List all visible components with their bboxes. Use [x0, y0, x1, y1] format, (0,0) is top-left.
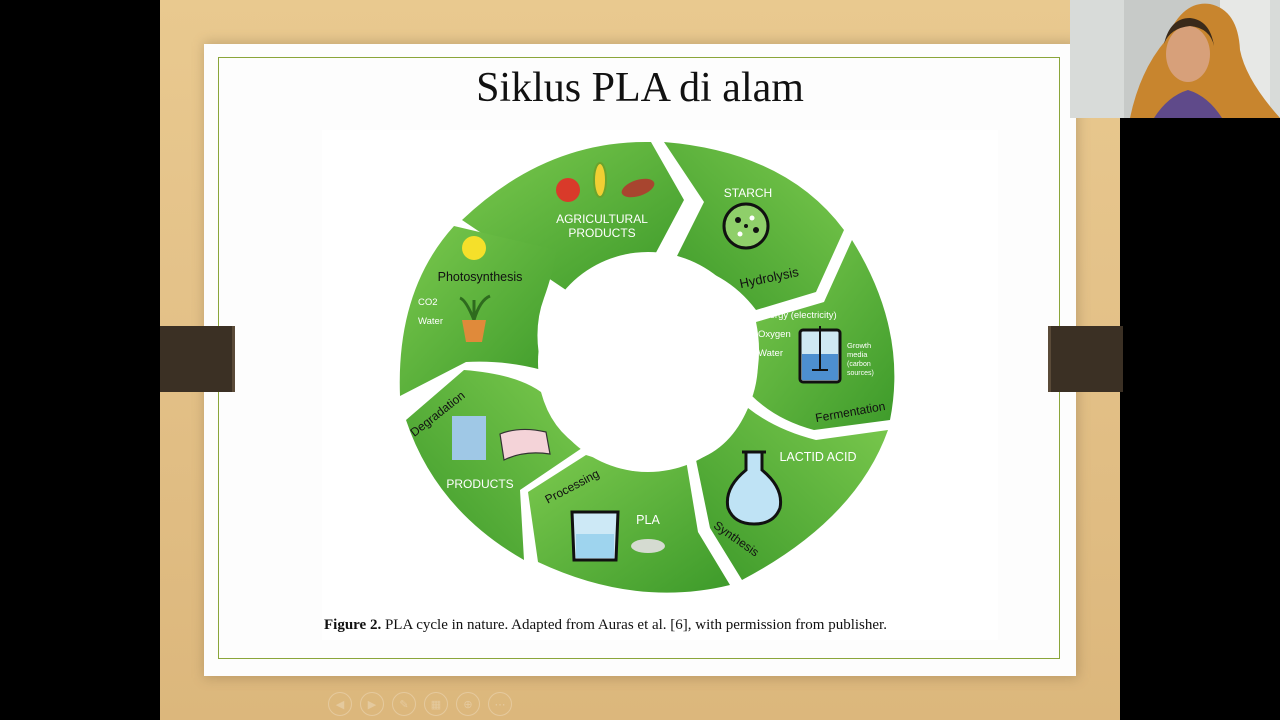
pla-cycle-diagram: AGRICULTURAL PRODUCTS STARCH Hydrolysis …	[399, 141, 895, 593]
previous-icon[interactable]: ◀	[328, 692, 352, 716]
label-starch: STARCH	[724, 186, 772, 200]
film-icon	[499, 428, 551, 461]
figure: AGRICULTURAL PRODUCTS STARCH Hydrolysis …	[322, 130, 998, 640]
figure-caption: Figure 2. PLA cycle in nature. Adapted f…	[324, 617, 887, 634]
slide-title: Siklus PLA di alam	[476, 65, 804, 111]
cup-icon	[452, 416, 486, 460]
label-photosynthesis: Photosynthesis	[438, 270, 523, 284]
label-agricultural-1: AGRICULTURAL	[556, 212, 648, 226]
label-energy: Energy (electricity)	[758, 310, 837, 321]
label-products: PRODUCTS	[446, 477, 513, 491]
slide: Siklus PLA di alam	[204, 44, 1076, 676]
pen-icon[interactable]: ✎	[392, 692, 416, 716]
label-growth-1: Growth	[847, 341, 871, 350]
webcam-video	[1070, 0, 1280, 118]
sweet-potato-icon	[621, 178, 655, 198]
label-oxygen: Oxygen	[758, 329, 791, 340]
segment-degradation	[406, 370, 582, 560]
tomato-icon	[556, 178, 580, 202]
slides-icon[interactable]: ▦	[424, 692, 448, 716]
slideshow-toolbar: ◀ ▶ ✎ ▦ ⊕ ⋯	[328, 692, 512, 716]
label-growth-3: (carbon	[847, 361, 871, 368]
label-photo-water: Water	[418, 316, 443, 327]
presentation-stage: Siklus PLA di alam	[160, 0, 1120, 720]
label-water: Water	[758, 348, 783, 359]
label-pla: PLA	[636, 513, 660, 527]
next-icon[interactable]: ▶	[360, 692, 384, 716]
label-growth-4: sources)	[847, 370, 874, 377]
pellets-icon	[631, 539, 665, 553]
presenter-video-icon	[1070, 0, 1280, 118]
plant-icon	[459, 294, 491, 321]
label-co2: CO2	[418, 297, 438, 308]
zoom-icon[interactable]: ⊕	[456, 692, 480, 716]
label-growth-2: media	[847, 350, 868, 359]
corn-icon	[593, 162, 607, 198]
sun-icon	[462, 236, 486, 260]
more-icon[interactable]: ⋯	[488, 692, 512, 716]
caption-text: PLA cycle in nature. Adapted from Auras …	[381, 617, 887, 633]
flask-icon	[725, 450, 783, 526]
label-lactid-acid: LACTID ACID	[779, 450, 856, 464]
label-agricultural-2: PRODUCTS	[568, 226, 635, 240]
right-panel-tab	[1048, 326, 1123, 392]
left-panel-tab	[160, 326, 235, 392]
caption-label: Figure 2.	[324, 617, 382, 633]
